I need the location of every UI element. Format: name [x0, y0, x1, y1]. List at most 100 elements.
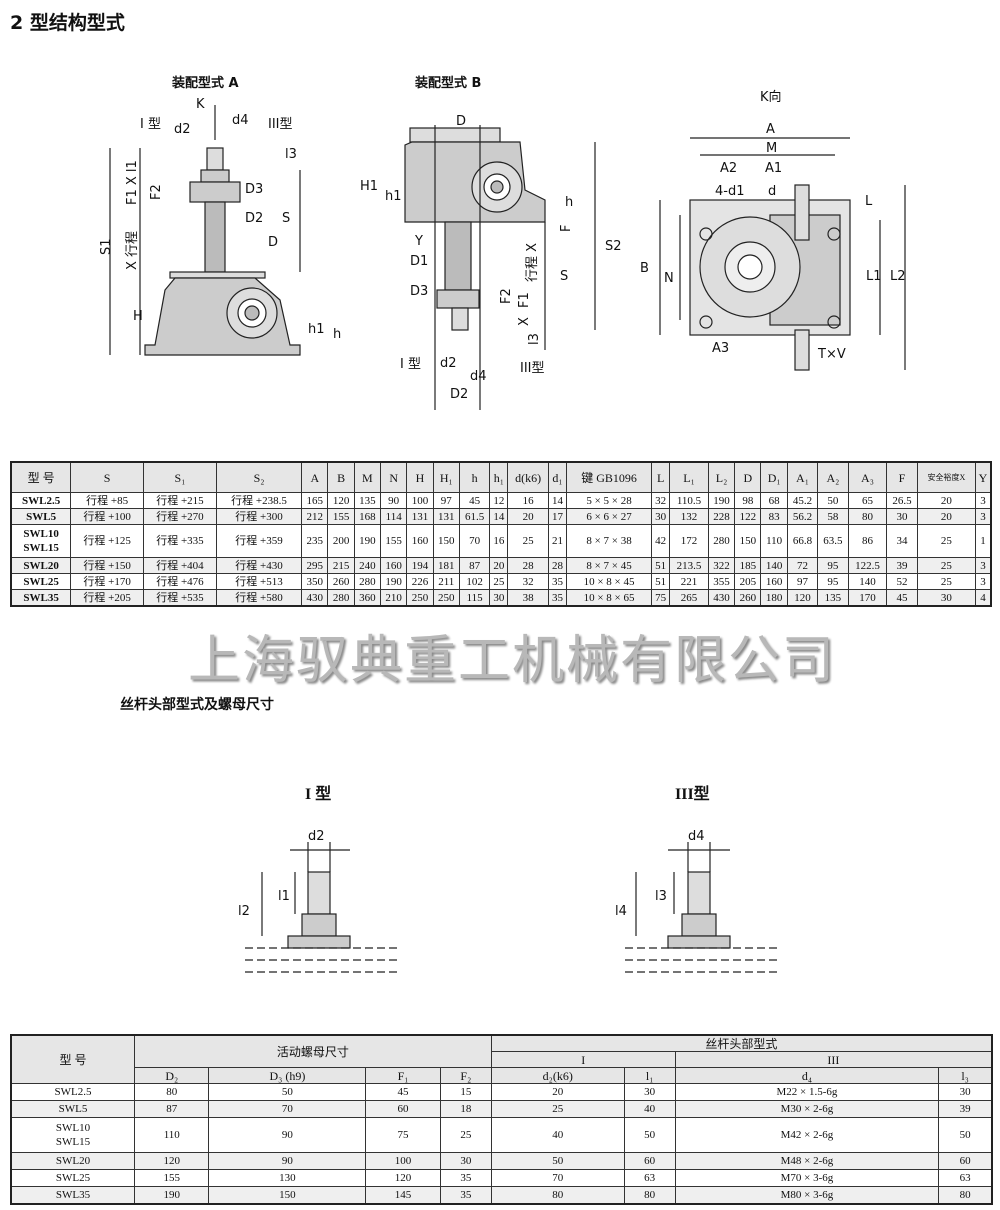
column-header: d(k6) — [507, 461, 549, 493]
value-cell: 30 — [938, 1083, 993, 1101]
value-cell: 135 — [817, 589, 849, 607]
value-cell: 16 — [489, 524, 509, 558]
value-cell: 行程 +205 — [70, 589, 145, 607]
value-cell: 25 — [490, 1100, 625, 1118]
column-header: D₁ — [760, 461, 788, 493]
value-cell: 140 — [847, 573, 888, 590]
column-header: B — [327, 461, 355, 493]
value-cell: 66.8 — [786, 524, 819, 558]
label: I 型 — [140, 117, 161, 132]
label: d2 — [440, 356, 457, 371]
value-cell: 50 — [817, 492, 849, 509]
value-cell: 280 — [707, 524, 736, 558]
label: d4 — [688, 829, 705, 844]
value-cell: 12 — [489, 492, 509, 509]
column-header: S — [70, 461, 145, 493]
column-header: A₃ — [847, 461, 888, 493]
label: S — [560, 269, 568, 284]
column-header: A₁ — [786, 461, 819, 493]
value-cell: 190 — [380, 573, 408, 590]
value-cell: 100 — [406, 492, 434, 509]
label: d4 — [232, 113, 249, 128]
value-cell: 行程 +150 — [70, 557, 145, 574]
model-cell: SWL2.5 — [10, 1083, 135, 1101]
value-cell: 45.2 — [786, 492, 819, 509]
value-cell: M70 × 3-6g — [674, 1169, 940, 1187]
value-cell: 行程 +215 — [143, 492, 217, 509]
value-cell: 135 — [353, 492, 382, 509]
label-s1: S1 — [99, 238, 114, 255]
label-f1-x-l1: F1 X l1 — [125, 160, 140, 205]
drawing-a — [109, 105, 301, 356]
value-cell: 240 — [353, 557, 382, 574]
value-cell: 165 — [301, 492, 329, 509]
value-cell: 180 — [760, 589, 788, 607]
value-cell: 3 — [974, 492, 992, 509]
value-cell: 83 — [760, 508, 788, 525]
label-x-stroke: X 行程 — [125, 231, 140, 270]
model-cell: SWL10 SWL15 — [10, 524, 72, 558]
value-cell: 155 — [380, 524, 408, 558]
value-cell: 38 — [507, 589, 549, 607]
value-cell: 355 — [707, 573, 736, 590]
label-f: F — [559, 225, 574, 232]
section2-title: 丝杆头部型式及螺母尺寸 — [120, 697, 274, 713]
label-l3: l3 — [527, 333, 542, 345]
value-cell: 20 — [489, 557, 509, 574]
model-cell: SWL20 — [10, 1152, 135, 1170]
value-cell: 75 — [651, 589, 671, 607]
label: d4 — [470, 369, 487, 384]
label: d2 — [174, 122, 191, 137]
value-cell: 40 — [623, 1100, 676, 1118]
value-cell: 8 × 7 × 45 — [565, 557, 653, 574]
column-header: M — [353, 461, 382, 493]
value-cell: 4 — [974, 589, 992, 607]
value-cell: 8 × 7 × 38 — [565, 524, 653, 558]
label: l1 — [278, 889, 290, 904]
label: H — [133, 309, 143, 324]
value-cell: 160 — [760, 573, 788, 590]
value-cell: 160 — [380, 557, 408, 574]
value-cell: 120 — [327, 492, 355, 509]
type1-title: I 型 — [305, 786, 332, 803]
value-cell: 430 — [301, 589, 329, 607]
label: A3 — [712, 341, 729, 356]
value-cell: 235 — [301, 524, 329, 558]
value-cell: 98 — [734, 492, 762, 509]
value-cell: 90 — [208, 1152, 367, 1170]
column-header: d₄ — [674, 1067, 940, 1084]
value-cell: 150 — [734, 524, 762, 558]
column-header: h₁ — [489, 461, 509, 493]
value-cell: 5 × 5 × 28 — [565, 492, 653, 509]
value-cell: 120 — [786, 589, 819, 607]
value-cell: 60 — [365, 1100, 441, 1118]
value-cell: 行程 +125 — [70, 524, 145, 558]
label: III型 — [268, 117, 293, 132]
value-cell: 110.5 — [669, 492, 709, 509]
value-cell: 140 — [760, 557, 788, 574]
value-cell: 18 — [439, 1100, 492, 1118]
value-cell: 181 — [432, 557, 460, 574]
label: l3 — [285, 147, 297, 162]
value-cell: 25 — [916, 573, 977, 590]
type3-drawing — [625, 842, 780, 973]
value-cell: 32 — [651, 492, 671, 509]
label: K — [196, 97, 205, 112]
value-cell: 75 — [365, 1117, 441, 1153]
value-cell: 102 — [458, 573, 491, 590]
value-cell: 58 — [817, 508, 849, 525]
value-cell: 25 — [507, 524, 549, 558]
value-cell: 行程 +335 — [143, 524, 217, 558]
value-cell: 226 — [406, 573, 434, 590]
value-cell: 110 — [133, 1117, 210, 1153]
value-cell: 131 — [432, 508, 460, 525]
value-cell: 行程 +359 — [215, 524, 303, 558]
value-cell: 25 — [916, 557, 977, 574]
value-cell: 行程 +100 — [70, 508, 145, 525]
value-cell: 155 — [133, 1169, 210, 1187]
value-cell: 131 — [406, 508, 434, 525]
value-cell: 87 — [133, 1100, 210, 1118]
